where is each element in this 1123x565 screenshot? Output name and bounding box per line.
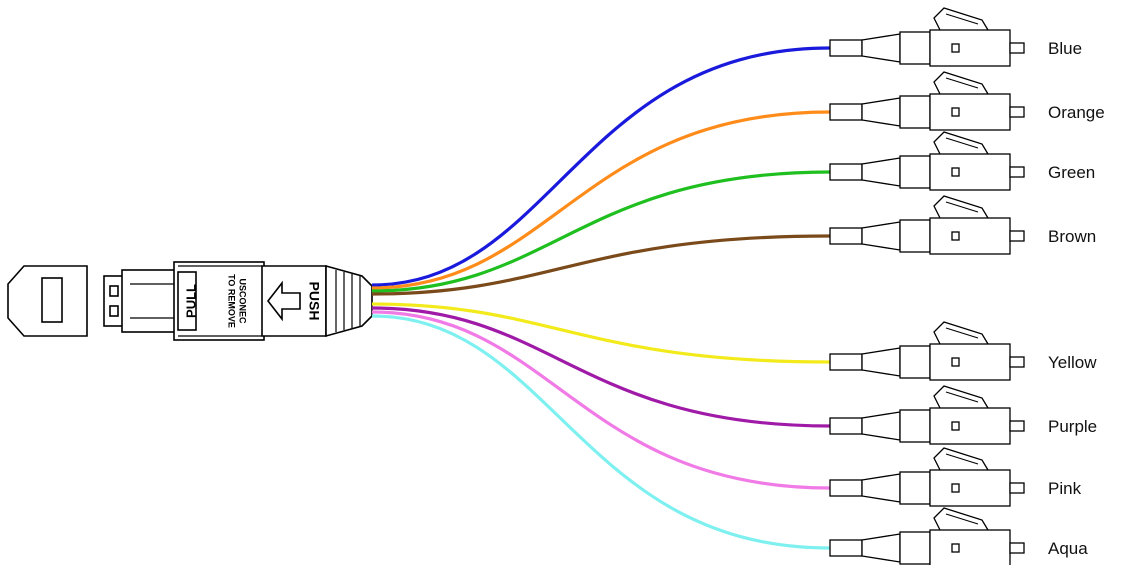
fiber-label-purple: Purple <box>1048 417 1097 436</box>
fiber-label-blue: Blue <box>1048 39 1082 58</box>
fiber-aqua <box>371 314 831 550</box>
fiber-label-orange: Orange <box>1048 103 1105 122</box>
remove-label-line2: USCONEC <box>238 278 248 324</box>
lc-connectors-layer <box>829 7 1025 565</box>
fiber-purple <box>371 306 831 428</box>
fiber-orange <box>371 110 831 290</box>
mpo-connector: PULL TO REMOVE USCONEC PUSH <box>103 261 373 341</box>
push-label: PUSH <box>306 282 322 321</box>
fiber-green <box>371 170 831 293</box>
fiber-label-green: Green <box>1048 163 1095 182</box>
fiber-label-pink: Pink <box>1048 479 1082 498</box>
lc-connector-orange <box>829 71 1025 131</box>
fiber-label-yellow: Yellow <box>1048 353 1097 372</box>
lc-connector-green <box>829 131 1025 191</box>
lc-connector-brown <box>829 195 1025 255</box>
fiber-yellow <box>371 302 831 364</box>
dust-cap <box>7 265 88 337</box>
fiber-label-aqua: Aqua <box>1048 539 1088 558</box>
lc-connector-purple <box>829 385 1025 445</box>
fiber-brown <box>371 234 831 296</box>
pull-label: PULL <box>183 284 198 318</box>
lc-connector-pink <box>829 447 1025 507</box>
lc-connector-yellow <box>829 321 1025 381</box>
fiber-label-brown: Brown <box>1048 227 1096 246</box>
lc-connector-blue <box>829 7 1025 67</box>
lc-connector-aqua <box>829 507 1025 565</box>
fibers-layer <box>371 46 831 550</box>
remove-label-line1: TO REMOVE <box>227 274 237 328</box>
fiber-blue <box>371 46 831 287</box>
fiber-pink <box>371 310 831 490</box>
